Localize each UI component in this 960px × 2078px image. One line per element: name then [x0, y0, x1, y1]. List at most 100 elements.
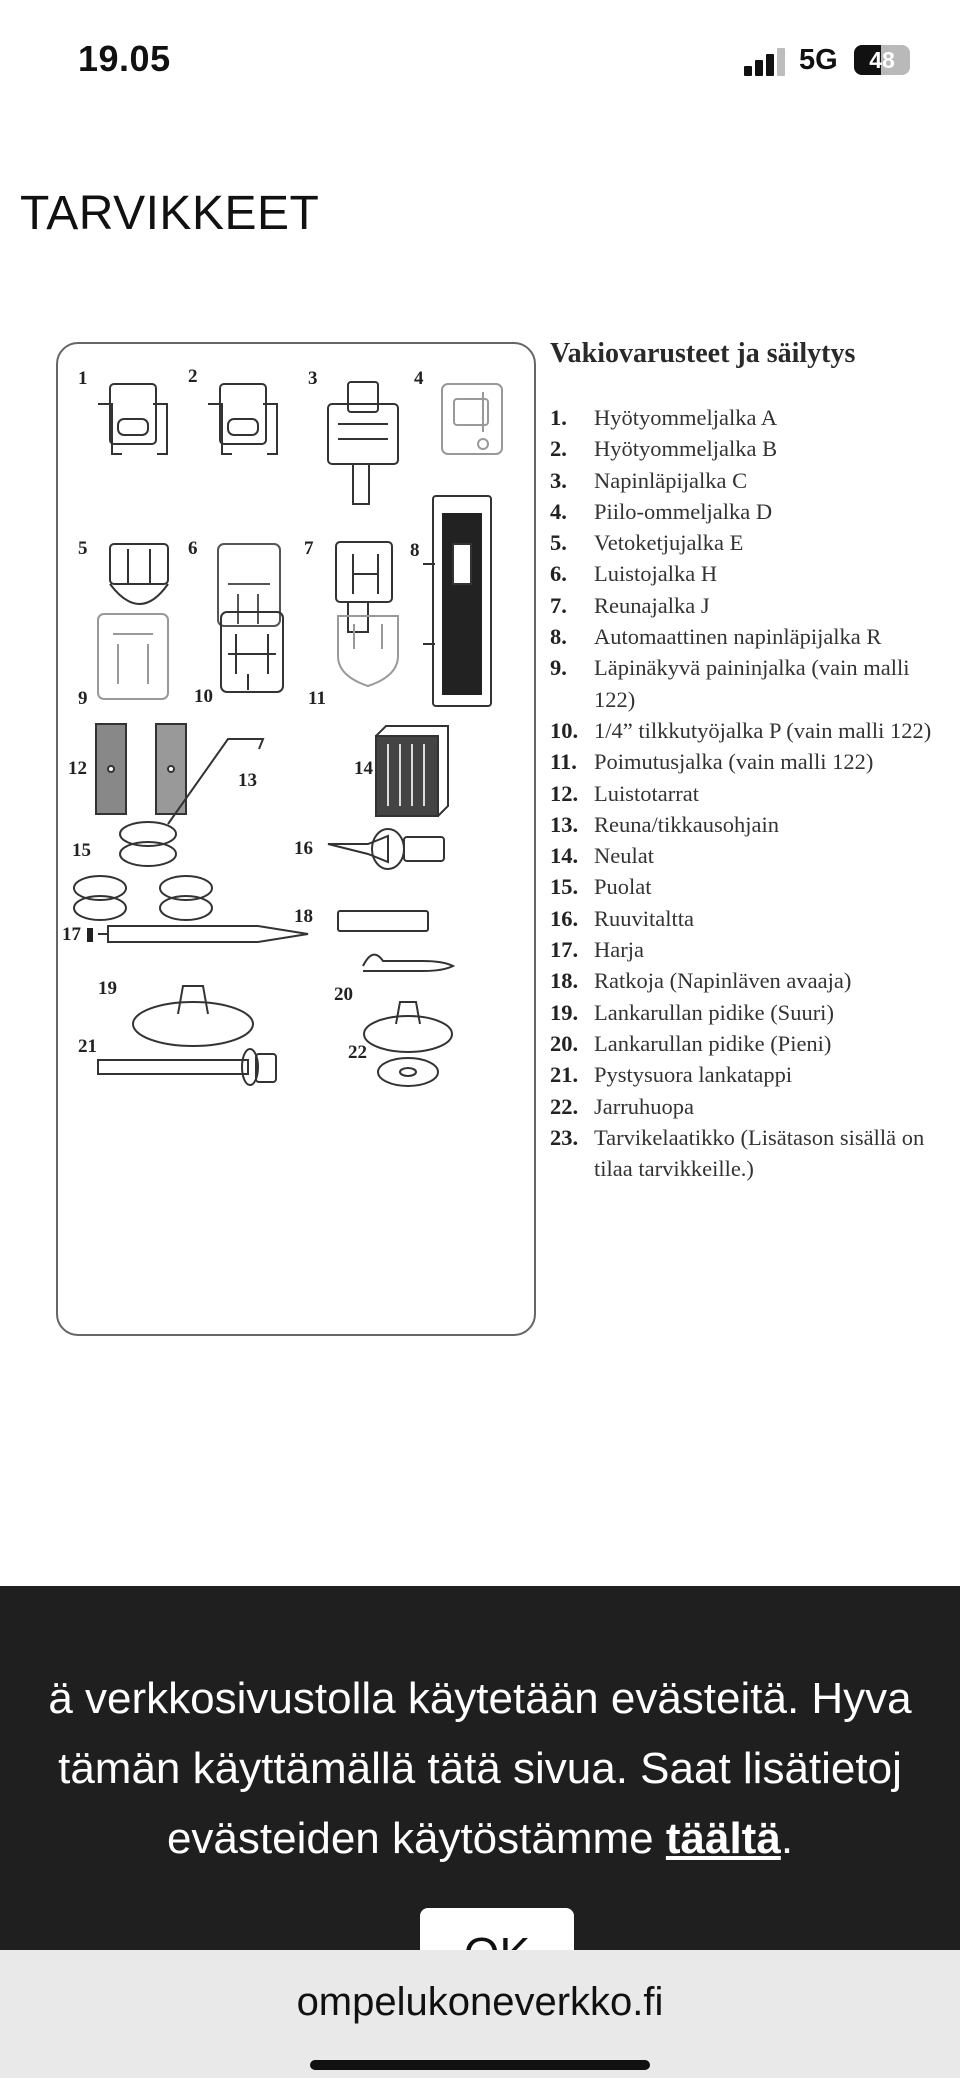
presser-foot-a-icon	[98, 383, 168, 455]
home-indicator[interactable]	[310, 2060, 650, 2070]
accessory-number: 17.	[550, 937, 579, 963]
quilting-foot-p-icon	[220, 611, 284, 693]
figure-number: 3	[308, 368, 318, 389]
network-type: 5G	[799, 44, 838, 76]
accessory-name: Poimutusjalka (vain malli 122)	[594, 749, 874, 775]
figure-number: 4	[414, 368, 424, 389]
accessory-item: 8.Automaattinen napinläpijalka R	[550, 621, 960, 652]
cookie-info-link[interactable]: täältä	[665, 1814, 781, 1863]
figure-number: 16	[294, 838, 313, 859]
accessory-name: Neulat	[594, 843, 654, 869]
url-display[interactable]: ompelukoneverkko.fi	[296, 1980, 664, 2024]
accessory-number: 7.	[550, 592, 567, 618]
figure-number: 10	[194, 686, 213, 707]
accessories-figure: 1 2 3 4 5 6 7 8 9 10 11 12 13 14 15 16 1…	[0, 330, 960, 1350]
accessory-number: 4.	[550, 498, 567, 524]
accessory-item: 23.Tarvikelaatikko (Lisätason sisällä on…	[550, 1122, 960, 1185]
felt-pad-icon	[377, 1057, 439, 1087]
accessory-number: 10.	[550, 717, 579, 743]
cookie-ok-button[interactable]: OK	[420, 1908, 574, 1956]
accessory-number: 15.	[550, 874, 579, 900]
accessory-number: 12.	[550, 780, 579, 806]
accessory-name: Pystysuora lankatappi	[594, 1062, 793, 1088]
status-time: 19.05	[78, 38, 171, 79]
accessory-number: 13.	[550, 811, 579, 837]
accessory-name: Lankarullan pidike (Pieni)	[594, 1030, 832, 1056]
auto-buttonhole-foot-r-icon	[423, 495, 492, 707]
accessory-number: 20.	[550, 1030, 579, 1056]
accessory-item: 13. Reuna/tikkausohjain	[550, 809, 960, 840]
accessory-number: 1.	[550, 405, 567, 430]
accessory-number: 2.	[550, 436, 567, 462]
accessory-item: 3.Napinläpijalka C	[550, 465, 960, 496]
accessory-name: Läpinäkyvä paininjalka (vain malli 122)	[594, 655, 910, 712]
figure-number: 9	[78, 688, 88, 709]
accessory-number: 22.	[550, 1093, 579, 1119]
accessory-number: 9.	[550, 655, 567, 681]
brush-icon	[87, 925, 309, 943]
accessory-item: 1. Hyötyommeljalka A	[550, 402, 960, 433]
figure-number: 17	[62, 924, 82, 945]
battery-icon: 48	[854, 45, 910, 75]
accessory-item: 6. Luistojalka H	[550, 558, 960, 589]
figure-number: 14	[354, 758, 374, 779]
presser-foot-b-icon	[208, 383, 278, 455]
figure-number: 12	[68, 758, 87, 779]
figure-number: 18	[294, 906, 313, 927]
accessory-number: 21.	[550, 1062, 579, 1088]
accessory-name: Ratkoja (Napinläven avaaja)	[594, 968, 852, 994]
buttonhole-foot-c-icon	[327, 381, 399, 505]
accessory-item: 18. Ratkoja (Napinläven avaaja)	[550, 965, 960, 996]
accessory-name: Hyötyommeljalka B	[594, 436, 778, 462]
accessory-name: Reuna/tikkausohjain	[594, 811, 779, 837]
spool-cap-small-icon	[363, 1001, 453, 1053]
signal-icon	[744, 46, 788, 76]
seam-ripper-icon	[337, 910, 456, 972]
blind-hem-foot-d-icon	[441, 383, 503, 455]
accessory-number: 6.	[550, 561, 567, 587]
accessory-item: 7. Reunajalka J	[550, 590, 960, 621]
page-title: TARVIKKEET	[20, 187, 320, 240]
accessory-name: 1/4” tilkkutyöjalka P (vain malli 122)	[594, 717, 932, 743]
accessory-item: 16. Ruuvitaltta	[550, 903, 960, 934]
accessory-name: Luistojalka H	[594, 561, 718, 587]
accessory-name: Reunajalka J	[594, 592, 710, 618]
figure-number: 15	[72, 840, 91, 861]
edge-guide-icon	[167, 738, 265, 825]
accessory-number: 3.	[550, 467, 567, 493]
zipper-foot-e-icon	[109, 543, 169, 605]
browser-address-bar[interactable]: ompelukoneverkko.fi	[0, 1950, 960, 2078]
figure-number: 19	[98, 978, 117, 999]
accessory-item: 12.Luistotarrat	[550, 778, 960, 809]
figure-number: 21	[78, 1036, 97, 1057]
figure-number: 8	[410, 540, 420, 561]
figure-number: 20	[334, 984, 353, 1005]
accessory-number: 5.	[550, 530, 567, 556]
figure-number: 22	[348, 1042, 367, 1063]
accessory-name: Hyötyommeljalka A	[594, 405, 778, 430]
glide-plates-icon	[95, 723, 187, 815]
gathering-foot-icon	[337, 615, 399, 688]
figure-number: 1	[78, 368, 88, 389]
battery-level: 48	[869, 47, 895, 73]
accessory-item: 10. 1/4” tilkkutyöjalka P (vain malli 122…	[550, 715, 960, 746]
accessory-name: Automaattinen napinläpijalka R	[594, 624, 882, 650]
cookie-line-1: ä verkkosivustolla käytetään evästeitä. …	[48, 1674, 912, 1723]
accessory-name: Harja	[594, 937, 644, 963]
accessory-number: 19.	[550, 999, 579, 1025]
accessory-item: 11. Poimutusjalka (vain malli 122)	[550, 746, 960, 777]
accessory-number: 14.	[550, 843, 579, 869]
spool-pin-icon	[97, 1048, 277, 1086]
accessory-name: Ruuvitaltta	[594, 905, 694, 931]
accessory-number: 16.	[550, 905, 579, 931]
figure-number: 2	[188, 366, 198, 387]
accessory-item: 9. Läpinäkyvä paininjalka (vain malli 122…	[550, 652, 960, 715]
accessory-item: 14. Neulat	[550, 840, 960, 871]
accessory-number: 18.	[550, 968, 579, 994]
spool-cap-large-icon	[132, 985, 254, 1047]
accessory-item: 22.Jarruhuopa	[550, 1091, 960, 1122]
accessory-item: 20. Lankarullan pidike (Pieni)	[550, 1028, 960, 1059]
figure-number: 7	[304, 538, 314, 559]
accessory-number: 11.	[550, 749, 577, 775]
cookie-line-3-end: .	[780, 1814, 794, 1863]
